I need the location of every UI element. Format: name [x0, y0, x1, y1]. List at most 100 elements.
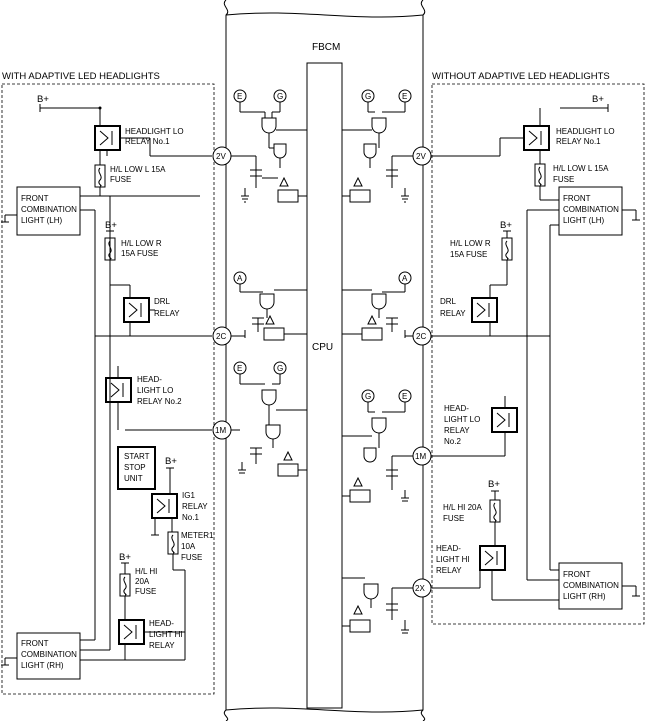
transistor-driver-icon — [244, 317, 264, 338]
right-power-bplus-3: B+ — [488, 479, 500, 500]
ground-icon — [632, 210, 640, 221]
logic-block-left-low: E G — [231, 361, 307, 477]
fbcm-title: FBCM — [312, 42, 340, 53]
svg-text:B+: B+ — [37, 94, 49, 105]
left-power-bplus-2: B+ — [105, 220, 117, 238]
and-gate-icon — [371, 417, 387, 434]
svg-text:2V: 2V — [416, 152, 426, 161]
and-gate-icon — [363, 447, 377, 463]
svg-text:2V: 2V — [216, 152, 226, 161]
svg-text:B+: B+ — [119, 552, 131, 563]
left-section-title: WITH ADAPTIVE LED HEADLIGHTS — [2, 71, 160, 82]
svg-text:G: G — [365, 392, 371, 401]
transistor-driver-icon — [241, 169, 262, 203]
logic-block-left-top: E G — [231, 89, 307, 203]
svg-text:B+: B+ — [500, 220, 512, 231]
ground-icon — [1, 215, 9, 223]
right-power-bplus-2: B+ — [500, 220, 512, 238]
svg-text:1M: 1M — [215, 426, 226, 435]
transistor-driver-icon — [386, 169, 409, 203]
left-section: WITH ADAPTIVE LED HEADLIGHTS — [1, 71, 215, 695]
and-gate-icon — [261, 117, 277, 134]
svg-text:G: G — [365, 92, 371, 101]
svg-text:1M: 1M — [415, 452, 426, 461]
logic-block-right-mid: A — [342, 271, 413, 341]
svg-text:E: E — [402, 392, 407, 401]
and-gate-icon — [371, 293, 387, 310]
svg-text:G: G — [277, 92, 283, 101]
ground-icon — [1, 658, 9, 666]
right-section: WITHOUT ADAPTIVE LED HEADLIGHTS — [431, 71, 645, 625]
left-power-bplus-3: B+ — [165, 456, 177, 494]
svg-text:B+: B+ — [165, 456, 177, 467]
svg-text:2C: 2C — [416, 332, 426, 341]
svg-text:G: G — [277, 364, 283, 373]
svg-text:2X: 2X — [415, 584, 425, 593]
svg-text:E: E — [237, 92, 242, 101]
fbcm-module: FBCM CPU — [223, 0, 426, 721]
transistor-driver-icon — [238, 447, 262, 474]
right-section-title: WITHOUT ADAPTIVE LED HEADLIGHTS — [432, 71, 610, 82]
svg-text:E: E — [237, 364, 242, 373]
and-gate-icon — [265, 424, 281, 440]
ground-icon — [632, 586, 640, 597]
cpu-block — [306, 62, 343, 709]
svg-text:B+: B+ — [488, 479, 500, 490]
logic-block-right-low: G E — [342, 389, 413, 503]
svg-text:A: A — [402, 274, 408, 283]
logic-block-right-bottom — [342, 577, 413, 634]
and-gate-icon — [363, 143, 377, 159]
right-power-bplus-1: B+ — [560, 94, 609, 112]
transistor-driver-icon — [386, 317, 406, 338]
svg-text:B+: B+ — [105, 220, 117, 231]
left-power-bplus-1: B+ — [37, 94, 102, 112]
and-gate-icon — [371, 117, 387, 134]
left-power-bplus-4: B+ — [119, 552, 131, 574]
and-gate-icon — [261, 389, 277, 406]
and-gate-icon — [273, 143, 287, 159]
and-gate-icon — [363, 583, 379, 600]
svg-text:A: A — [237, 274, 243, 283]
svg-text:B+: B+ — [592, 94, 604, 105]
svg-text:2C: 2C — [216, 332, 226, 341]
